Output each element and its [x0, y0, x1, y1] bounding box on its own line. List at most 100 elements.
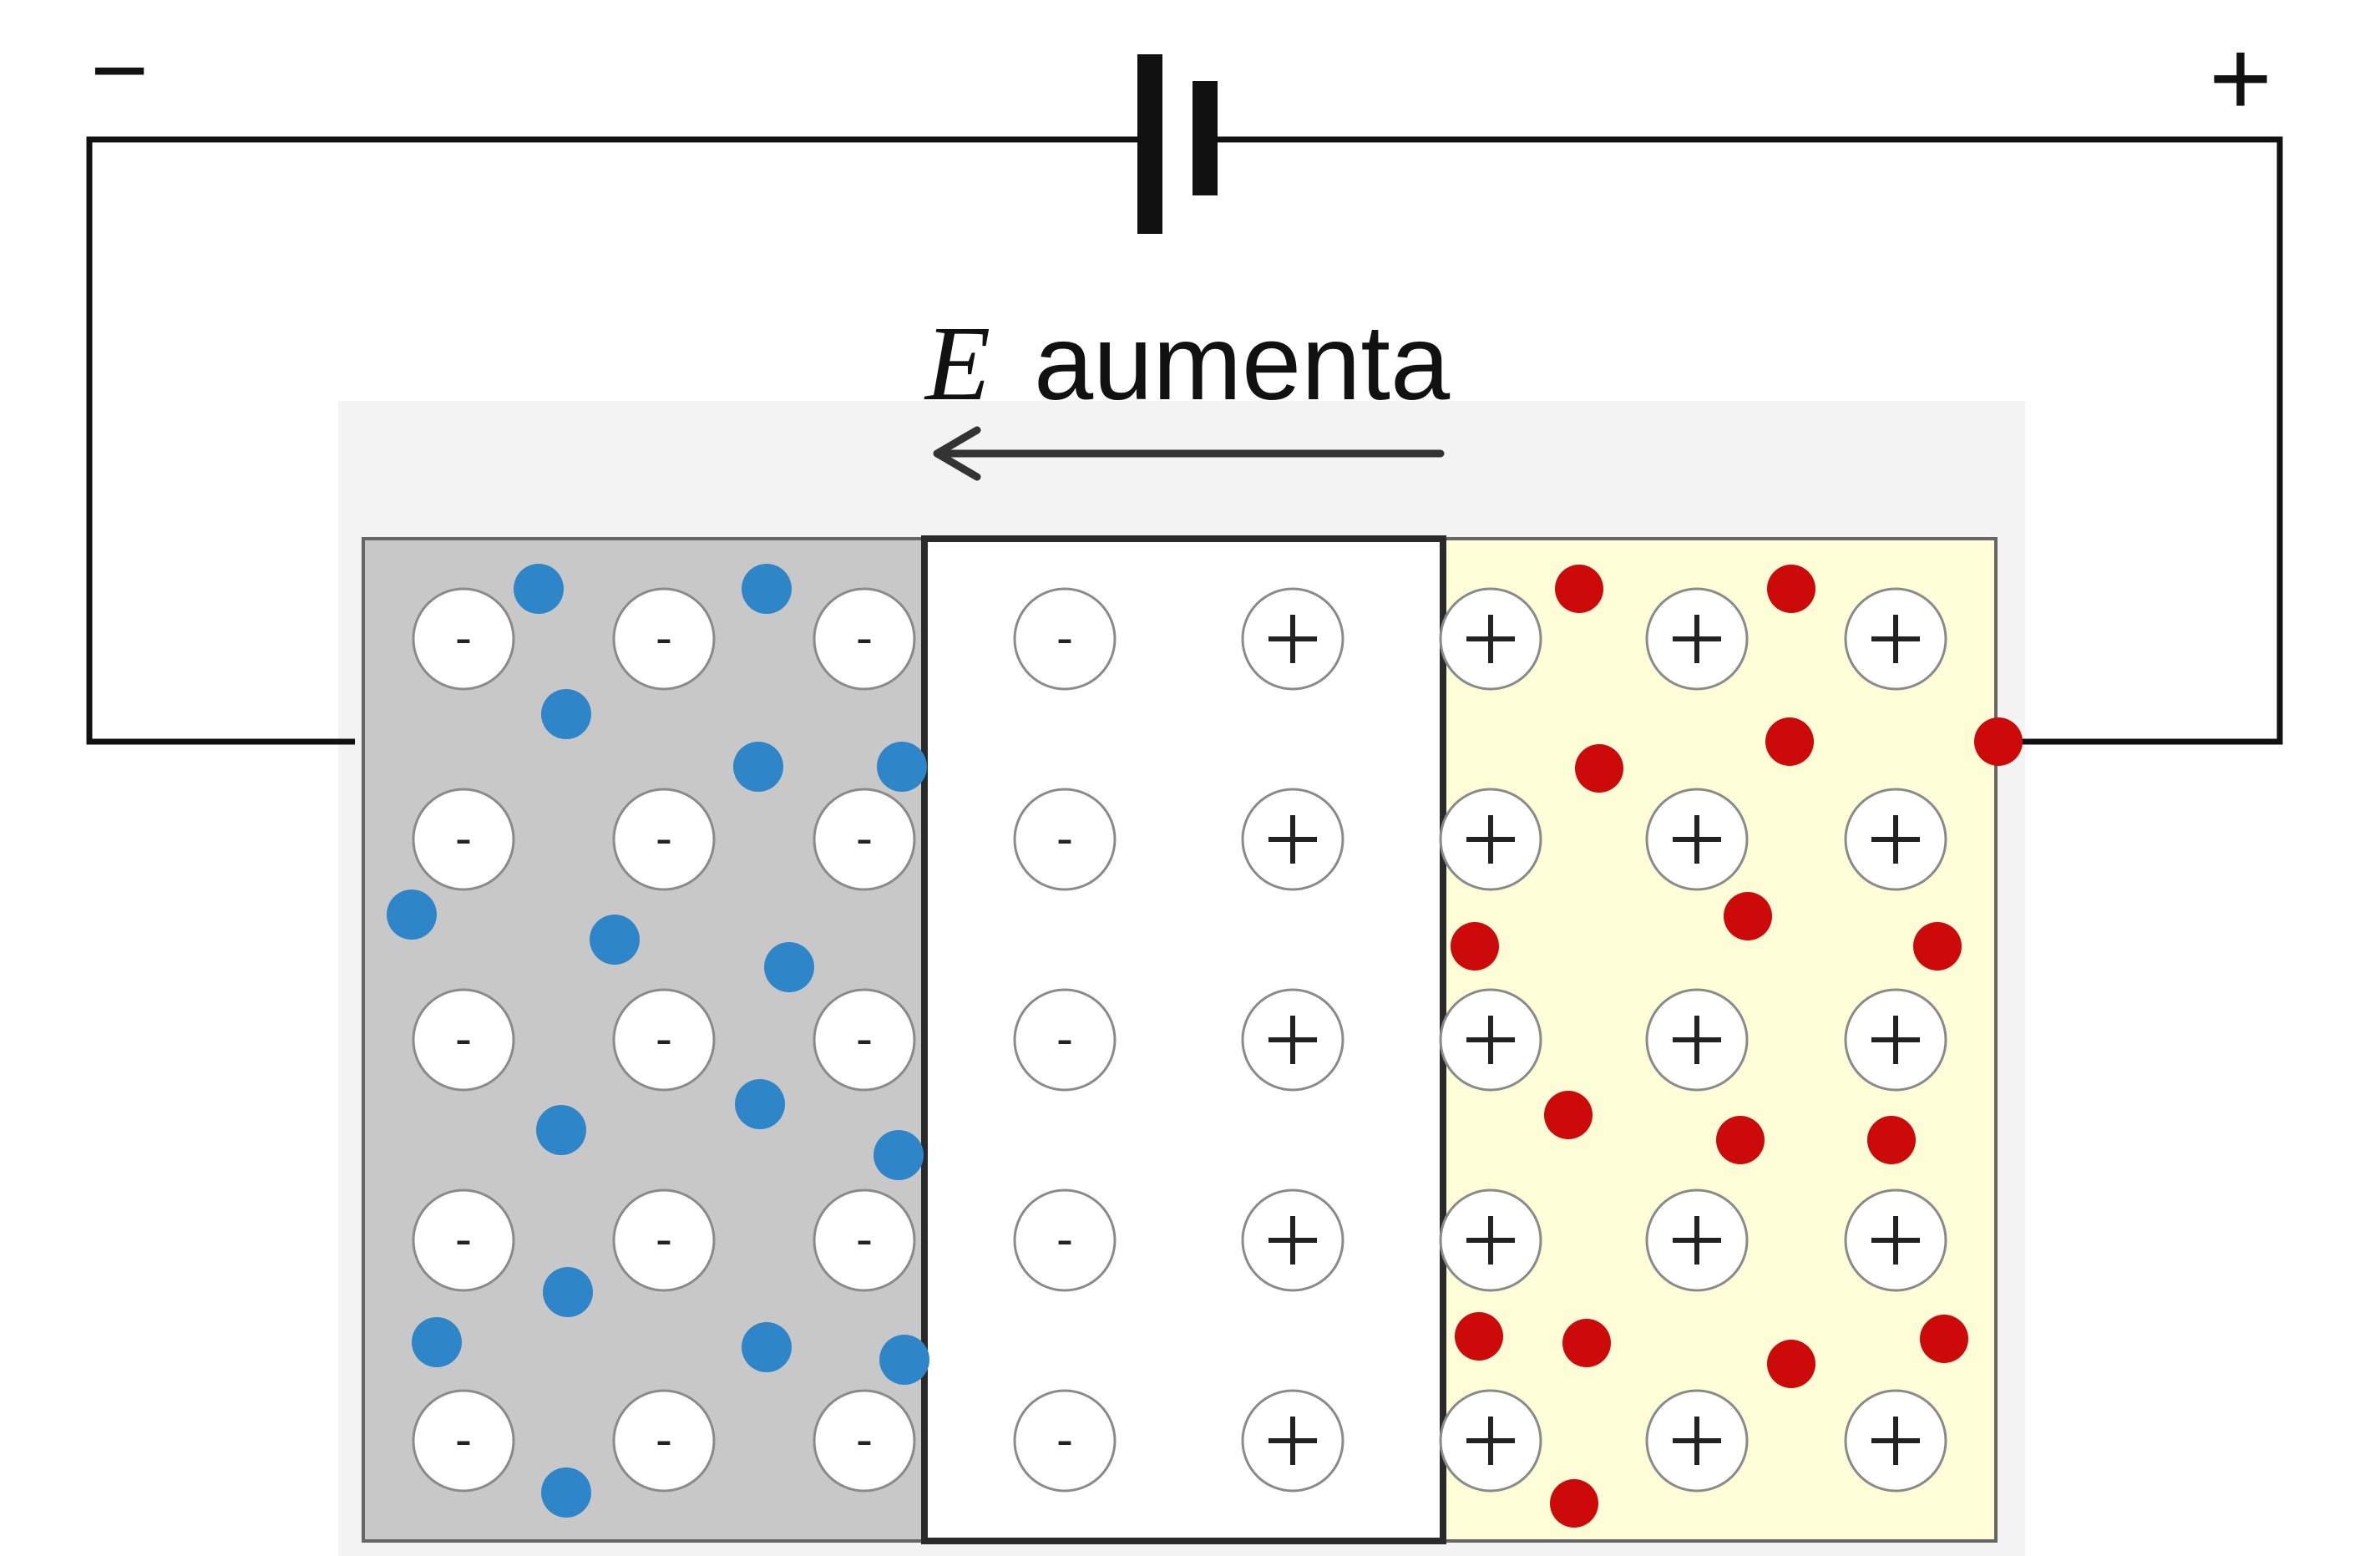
p-region-ion — [1439, 587, 1542, 691]
electron-dot — [764, 942, 814, 992]
ion-circle — [1013, 1189, 1117, 1292]
n-region-ion: - — [612, 1189, 716, 1292]
minus-sign: - — [856, 611, 873, 666]
electron-dot — [874, 1130, 924, 1180]
minus-sign: - — [856, 812, 873, 866]
hole-dot — [1555, 565, 1603, 613]
minus-sign: - — [656, 1413, 672, 1467]
n-region-ion: - — [813, 788, 916, 891]
field-label: aumenta — [1034, 303, 1451, 423]
p-region-ion — [1439, 1389, 1542, 1493]
n-region-ion: - — [412, 788, 515, 891]
depletion-positive-ion — [1241, 587, 1344, 691]
ion-circle — [1013, 988, 1117, 1092]
depletion-negative-ion: - — [1013, 788, 1117, 891]
ion-circle — [813, 1189, 916, 1292]
n-region-ion: - — [813, 587, 916, 691]
p-region-ion — [1844, 1389, 1947, 1493]
n-region-ion: - — [612, 788, 716, 891]
p-region-ion — [1645, 988, 1749, 1092]
p-region-ion — [1439, 788, 1542, 891]
p-region-ion — [1645, 788, 1749, 891]
fixed-ions: -------------------- — [412, 587, 1947, 1493]
p-region-ion — [1645, 1389, 1749, 1493]
ion-circle — [1013, 587, 1117, 691]
depletion-negative-ion: - — [1013, 1189, 1117, 1292]
depletion-region — [921, 535, 1446, 1544]
p-region-ion — [1645, 587, 1749, 691]
circuit-wire — [86, 136, 2283, 745]
electron-dot — [412, 1317, 462, 1367]
p-region-ion — [1645, 1189, 1749, 1292]
depletion-positive-ion — [1241, 1189, 1344, 1292]
hole-dot — [1716, 1116, 1765, 1164]
ion-circle — [612, 587, 716, 691]
minus-sign: - — [455, 1413, 472, 1467]
hole-dot — [1765, 717, 1814, 766]
electron-dot — [514, 564, 564, 614]
n-region-ion: - — [412, 988, 515, 1092]
ion-circle — [813, 788, 916, 891]
hole-dot — [1455, 1312, 1503, 1361]
p-region-ion — [1439, 1189, 1542, 1292]
ion-circle — [612, 788, 716, 891]
electron-dot — [541, 1467, 591, 1518]
minus-sign: - — [455, 812, 472, 866]
p-region-ion — [1844, 788, 1947, 891]
field-symbol: E — [924, 304, 990, 423]
negative-terminal-label: − — [90, 14, 149, 126]
hole-dot — [1867, 1116, 1916, 1164]
electron-dot — [742, 1322, 792, 1372]
depletion-negative-ion: - — [1013, 587, 1117, 691]
depletion-positive-ion — [1241, 788, 1344, 891]
hole-dot — [1920, 1315, 1968, 1363]
hole-dot — [1724, 892, 1772, 940]
electron-dot — [733, 742, 783, 792]
ion-circle — [412, 988, 515, 1092]
ion-circle — [612, 1389, 716, 1493]
minus-sign: - — [1056, 611, 1073, 666]
n-region-ion: - — [412, 1189, 515, 1292]
ion-circle — [612, 988, 716, 1092]
wire-right — [1207, 136, 2283, 745]
wire-left — [86, 136, 1148, 745]
minus-sign: - — [656, 812, 672, 866]
hole-dot — [1562, 1319, 1611, 1367]
n-region-ion: - — [612, 1389, 716, 1493]
p-region-ion — [1844, 587, 1947, 691]
n-region-ion: - — [813, 1189, 916, 1292]
ion-circle — [1013, 1389, 1117, 1493]
minus-sign: - — [656, 611, 672, 666]
p-region-ion — [1439, 988, 1542, 1092]
p-region-ion — [1844, 988, 1947, 1092]
ion-circle — [412, 587, 515, 691]
ion-circle — [412, 1189, 515, 1292]
minus-sign: - — [1056, 1213, 1073, 1267]
electron-dot — [541, 689, 591, 739]
electron-dot — [387, 890, 437, 940]
minus-sign: - — [656, 1012, 672, 1067]
depletion-positive-ion — [1241, 988, 1344, 1092]
field-arrow-head — [933, 426, 981, 481]
free-electrons — [387, 564, 929, 1518]
depletion-negative-ion: - — [1013, 1389, 1117, 1493]
minus-sign: - — [656, 1213, 672, 1267]
electron-dot — [536, 1105, 586, 1155]
battery-short-plate — [1193, 81, 1218, 195]
positive-terminal-label: + — [2209, 17, 2272, 139]
battery-symbol — [1137, 54, 1218, 234]
hole-dot — [1575, 744, 1623, 793]
depletion-positive-ion — [1241, 1389, 1344, 1493]
minus-sign: - — [455, 611, 472, 666]
electron-dot — [735, 1079, 785, 1129]
n-region-ion: - — [412, 587, 515, 691]
n-region-ion: - — [813, 1389, 916, 1493]
hole-dot — [1550, 1479, 1598, 1528]
minus-sign: - — [1056, 1413, 1073, 1467]
ion-circle — [412, 788, 515, 891]
n-region-ion: - — [412, 1389, 515, 1493]
p-region-ion — [1844, 1189, 1947, 1292]
electron-dot — [543, 1267, 593, 1317]
electron-dot — [879, 1335, 929, 1385]
